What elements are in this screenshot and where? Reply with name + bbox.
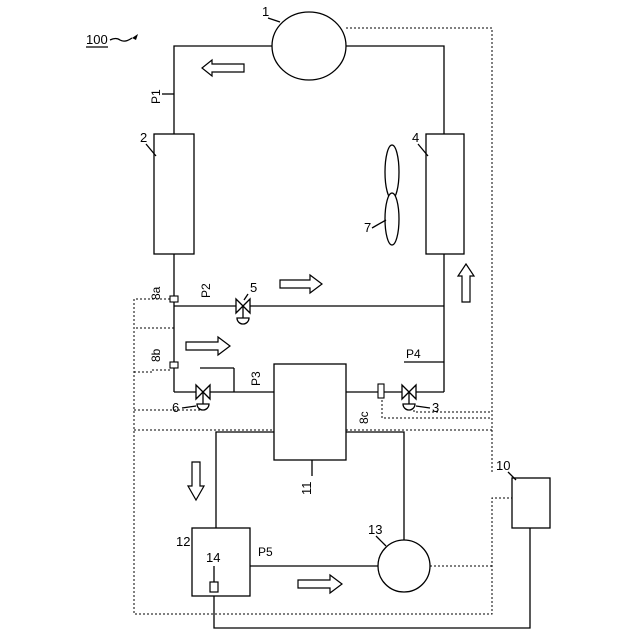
tank: 12 14 (176, 528, 250, 596)
pump: 13 (368, 522, 430, 592)
pipe-p3-label: P3 (249, 371, 263, 386)
valve-3: 3 (402, 385, 439, 415)
sensor-8c-label: 8c (357, 411, 371, 424)
flow-arrow-right-p5 (298, 575, 342, 593)
flow-arrow-left (202, 60, 244, 76)
system-ref-leader (110, 38, 132, 41)
valve-5-leader (244, 294, 248, 300)
pipe-p2-label: P2 (199, 283, 213, 298)
sensor-8a-body (170, 296, 178, 302)
fan-leader (372, 220, 386, 228)
valve-5-label: 5 (250, 280, 257, 295)
sensor-8a-label: 8a (149, 286, 163, 300)
ctrl-sensor-8b (134, 370, 170, 372)
sensor-8c-body (378, 384, 384, 398)
tank-label: 12 (176, 534, 190, 549)
flow-arrow-right-p3 (186, 337, 230, 355)
sensor-8c: 8c (357, 384, 384, 424)
heat-exchanger-4: 4 (412, 130, 464, 254)
heat-exchanger-2: 2 (140, 130, 194, 254)
level-sensor-14 (210, 582, 218, 592)
vessel-label: 11 (299, 482, 314, 496)
valve-6-label: 6 (172, 400, 179, 415)
compressor-label: 1 (262, 4, 269, 19)
flow-arrow-right-p2 (280, 275, 322, 293)
flow-arrow-down (188, 462, 204, 500)
system-ref-label: 100 (86, 32, 108, 47)
pump-body (378, 540, 430, 592)
fan-blade-upper (385, 145, 399, 199)
valve-5: 5 (236, 280, 257, 324)
heat-exchanger-2-label: 2 (140, 130, 147, 145)
controller-body (512, 478, 550, 528)
valve-3-leader (416, 406, 430, 408)
valve-3-actuator (403, 404, 415, 410)
heat-exchanger-4-label: 4 (412, 130, 419, 145)
level-sensor-label: 14 (206, 550, 220, 565)
controller-label: 10 (496, 458, 510, 473)
heat-exchanger-2-body (154, 134, 194, 254)
sensor-8b-body (170, 362, 178, 368)
valve-6-leader (182, 406, 196, 408)
pipe-p1-label: P1 (149, 89, 163, 104)
fan-blade-lower (385, 193, 399, 245)
valve-6-actuator (197, 404, 209, 410)
ctrl-level-sensor (214, 528, 530, 628)
vessel: 11 (274, 364, 346, 495)
pump-label: 13 (368, 522, 382, 537)
fan-label: 7 (364, 220, 371, 235)
valve-3-label: 3 (432, 400, 439, 415)
heat-exchanger-4-body (426, 134, 464, 254)
compressor-body (272, 12, 346, 80)
pipe-p4-label: P4 (406, 347, 421, 361)
pump-leader (376, 536, 386, 546)
compressor-leader (268, 18, 280, 22)
pipe-top-right (346, 46, 444, 134)
pipe-p5-label: P5 (258, 545, 273, 559)
system-ref-arrowhead (132, 34, 138, 40)
system-reference: 100 (86, 32, 138, 47)
pipe-vessel-to-tank (216, 432, 274, 528)
pipe-p1-top-left (174, 46, 272, 134)
valve-5-actuator (237, 318, 249, 324)
tank-body (192, 528, 250, 596)
ctrl-valve-3 (414, 410, 492, 412)
controller: 10 (496, 458, 550, 528)
fan: 7 (364, 145, 399, 245)
flow-arrow-up (458, 264, 474, 302)
compressor: 1 (262, 4, 346, 80)
sensor-8b-label: 8b (149, 348, 163, 362)
ctrl-compressor (346, 28, 492, 474)
vessel-body (274, 364, 346, 460)
